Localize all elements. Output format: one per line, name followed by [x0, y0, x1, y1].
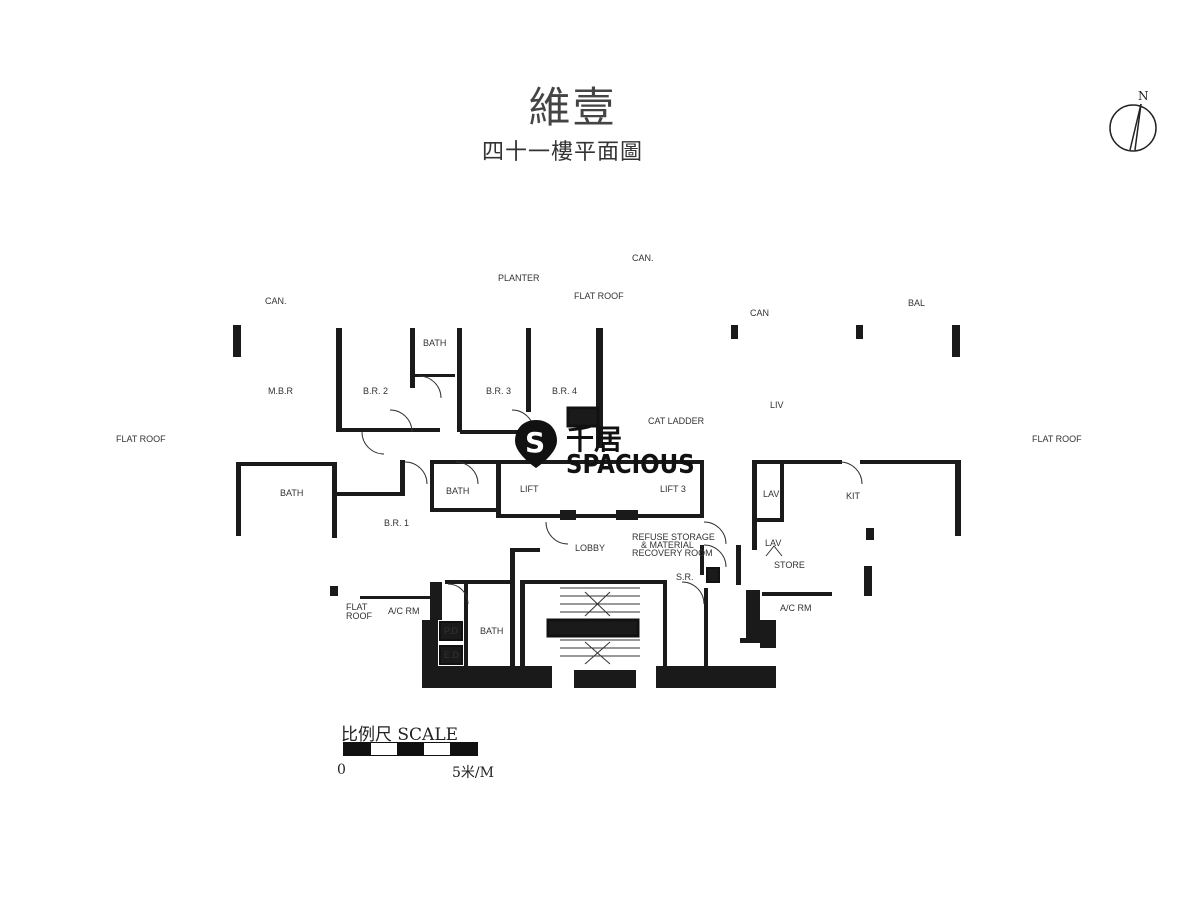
logo-chinese: 千居	[566, 423, 623, 456]
logo-english: SPACIOUS	[566, 450, 695, 480]
scale-bar	[343, 742, 478, 756]
label-acrm-right: A/C RM	[780, 603, 812, 613]
label-flat-roof-small-1: FLAT	[346, 602, 368, 612]
label-mbr: M.B.R	[268, 386, 294, 396]
label-bath-bottom: BATH	[480, 626, 503, 636]
label-planter: PLANTER	[498, 273, 540, 283]
page-title: 維壹	[528, 83, 617, 132]
label-bath-top: BATH	[423, 338, 446, 348]
label-kit: KIT	[846, 491, 861, 501]
scale-five: 5米/M	[452, 765, 494, 781]
scale-title: 比例尺 SCALE	[341, 725, 459, 745]
label-pd: P.D	[444, 626, 458, 636]
label-can-top: CAN.	[632, 253, 654, 263]
north-label: N	[1138, 89, 1149, 103]
middle-walls	[236, 460, 961, 568]
label-sr: S.R.	[676, 572, 694, 582]
floor-subtitle: 四十一樓平面圖	[482, 140, 644, 165]
label-liv: LIV	[770, 400, 784, 410]
label-br1: B.R. 1	[384, 518, 409, 528]
label-can-right: CAN	[750, 308, 769, 318]
room-labels: CAN. PLANTER FLAT ROOF CAN. CAN BAL BATH…	[116, 253, 1082, 660]
north-arrow-icon: N	[1109, 89, 1157, 152]
label-flat-roof-left: FLAT ROOF	[116, 434, 166, 444]
label-br2: B.R. 2	[363, 386, 388, 396]
label-store: STORE	[774, 560, 805, 570]
label-refuse-3: RECOVERY ROOM	[632, 548, 713, 558]
spacious-logo-icon: S	[515, 420, 557, 468]
label-flat-roof-small-2: ROOF	[346, 611, 373, 621]
label-refuse-1: REFUSE STORAGE	[632, 532, 715, 542]
upper-walls	[233, 325, 960, 455]
label-bath-left: BATH	[280, 488, 303, 498]
scale-zero: 0	[337, 762, 346, 778]
label-flat-roof-right: FLAT ROOF	[1032, 434, 1082, 444]
label-cat-ladder: CAT LADDER	[648, 416, 705, 426]
label-flat-roof-top: FLAT ROOF	[574, 291, 624, 301]
label-ed: E.D	[444, 650, 460, 660]
label-lav2: LAV	[765, 538, 781, 548]
label-lift1: LIFT	[520, 484, 539, 494]
logo-mark-letter: S	[525, 426, 545, 459]
label-can-left: CAN.	[265, 296, 287, 306]
label-br3: B.R. 3	[486, 386, 511, 396]
label-br4: B.R. 4	[552, 386, 577, 396]
label-lift3: LIFT 3	[660, 484, 686, 494]
label-bath-mid: BATH	[446, 486, 469, 496]
label-refuse-2: & MATERIAL	[641, 540, 694, 550]
label-bal: BAL	[908, 298, 925, 308]
core-walls	[330, 545, 872, 688]
label-lobby: LOBBY	[575, 543, 605, 553]
label-acrm-left: A/C RM	[388, 606, 420, 616]
label-lav1: LAV	[763, 489, 779, 499]
